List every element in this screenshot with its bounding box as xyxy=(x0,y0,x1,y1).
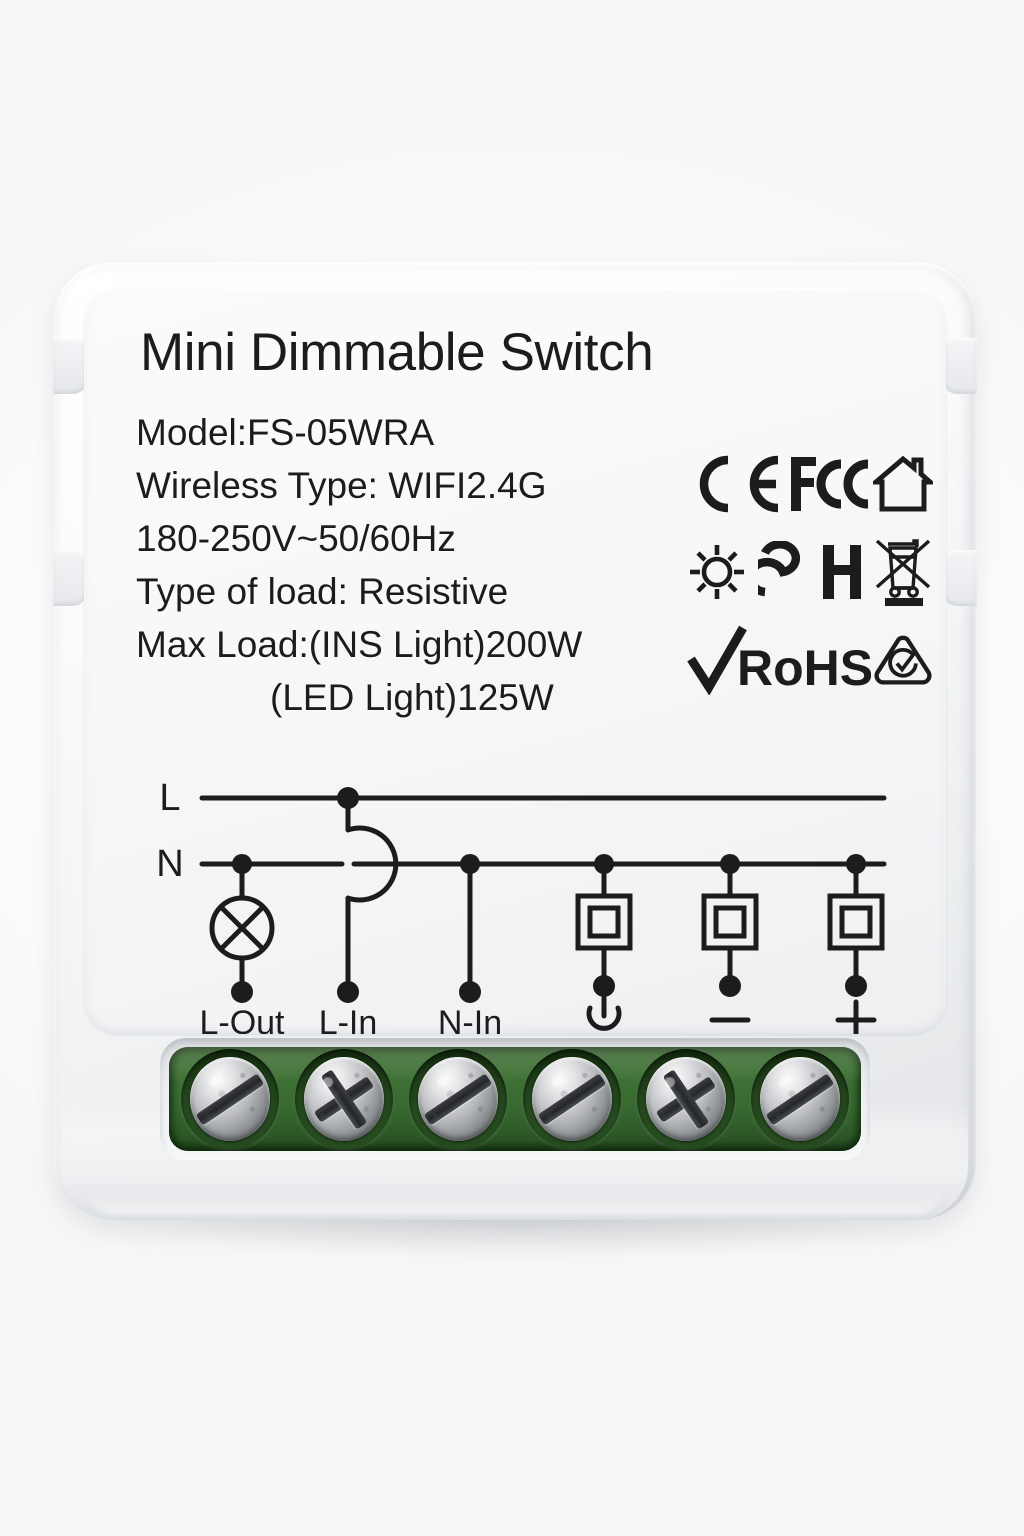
rail-label-L: L xyxy=(159,777,180,819)
screw-seat-4[interactable] xyxy=(523,1049,621,1149)
cert-row-1 xyxy=(684,440,934,528)
mounting-notch-left-top xyxy=(53,338,87,394)
screw-seat-2[interactable] xyxy=(295,1049,393,1149)
eac-h-icon xyxy=(812,528,872,616)
screw-seat-3[interactable] xyxy=(409,1049,507,1149)
mini-dimmable-switch-device: Mini Dimmable Switch Model:FS-05WRA Wire… xyxy=(53,262,977,1220)
plus-symbol-icon xyxy=(835,999,877,1034)
terminal-screw-4[interactable] xyxy=(532,1057,612,1141)
weee-crossed-bin-icon xyxy=(872,528,934,616)
rcm-mark-icon xyxy=(872,616,934,704)
screw-seat-6[interactable] xyxy=(751,1049,849,1149)
terminal-screw-5[interactable] xyxy=(646,1057,726,1141)
terminal-branch-power xyxy=(575,854,633,1031)
terminal-branch-l-out: L-Out xyxy=(199,854,285,1034)
rohs-text: RoHS xyxy=(737,640,871,695)
mounting-notch-left-bottom xyxy=(53,550,87,606)
spec-voltage: 180-250V~50/60Hz xyxy=(136,518,456,559)
spec-max-load-ins: Max Load:(INS Light)200W xyxy=(136,624,583,665)
cert-row-2 xyxy=(684,528,934,616)
terminal-branch-plus xyxy=(827,854,885,1034)
wiring-diagram: L N L-O xyxy=(84,758,946,1034)
rail-label-N: N xyxy=(156,843,183,885)
terminal-branch-n-in: N-In xyxy=(438,854,502,1034)
rohs-check-icon: RoHS xyxy=(684,616,872,704)
screw-seat-5[interactable] xyxy=(637,1049,735,1149)
certification-mark-grid: RoHS xyxy=(684,440,934,704)
spec-load-type: Type of load: Resistive xyxy=(136,571,509,612)
dimming-sun-icon xyxy=(684,528,750,616)
power-symbol-icon xyxy=(586,995,622,1031)
terminal-block-recess xyxy=(160,1038,870,1160)
spec-max-load-led: (LED Light)125W xyxy=(270,677,554,718)
mounting-notch-right-top xyxy=(943,338,977,394)
green-terminal-block xyxy=(169,1047,861,1151)
cert-row-3: RoHS xyxy=(684,616,934,704)
product-title: Mini Dimmable Switch xyxy=(140,323,654,382)
terminal-screw-6[interactable] xyxy=(760,1057,840,1141)
terminal-label-l-in: L-In xyxy=(319,1004,378,1034)
device-label-face: Mini Dimmable Switch Model:FS-05WRA Wire… xyxy=(84,288,946,1034)
terminal-label-n-in: N-In xyxy=(438,1004,502,1034)
screw-seat-1[interactable] xyxy=(181,1049,279,1149)
fcc-mark-icon xyxy=(787,440,872,528)
terminal-label-l-out: L-Out xyxy=(199,1004,285,1034)
eac-epsilon-icon xyxy=(750,528,812,616)
terminal-screw-3[interactable] xyxy=(418,1057,498,1141)
indoor-use-house-icon xyxy=(872,440,934,528)
terminal-branch-minus xyxy=(701,854,759,1023)
terminal-branch-l-in: L-In xyxy=(319,787,399,1034)
spec-wireless-type: Wireless Type: WIFI2.4G xyxy=(136,465,547,506)
specification-list: Model:FS-05WRA Wireless Type: WIFI2.4G 1… xyxy=(136,406,656,724)
ce-mark-icon xyxy=(684,440,787,528)
mounting-notch-right-bottom xyxy=(943,550,977,606)
terminal-screw-1[interactable] xyxy=(190,1057,270,1141)
terminal-screw-2[interactable] xyxy=(304,1057,384,1141)
spec-model: Model:FS-05WRA xyxy=(136,412,435,453)
